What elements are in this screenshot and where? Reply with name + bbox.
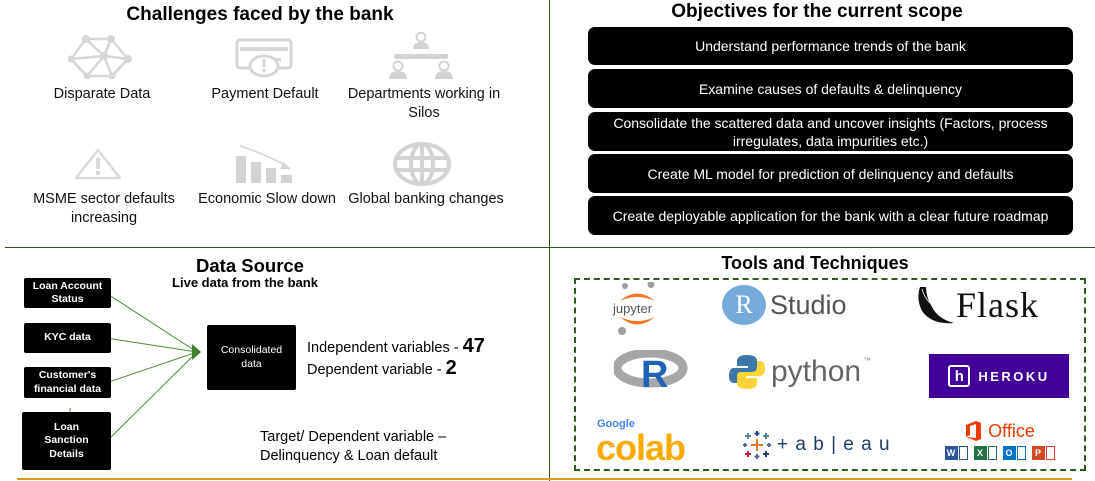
tools-title: Tools and Techniques <box>721 253 909 273</box>
flask-label: Flask <box>956 285 1040 325</box>
rstudio-label: Studio <box>770 289 847 320</box>
challenges-title: Challenges faced by the bank <box>126 4 394 25</box>
heroku-logo: h HEROKU <box>929 354 1069 398</box>
tableau-icon <box>743 431 771 459</box>
vertical-divider <box>549 0 550 481</box>
data-source-title: Data Source <box>196 255 304 276</box>
challenge-label: Disparate Data <box>53 86 151 102</box>
jupyter-label: jupyter <box>613 300 653 316</box>
challenge-label: Payment Default <box>211 86 319 102</box>
warning-icon <box>74 148 122 180</box>
word-doc-icon <box>958 446 968 460</box>
org-chart-icon <box>389 32 453 79</box>
rstudio-logo: R Studio <box>722 283 847 327</box>
r-ring-icon <box>614 350 688 388</box>
colab-google-label: Google <box>597 418 635 430</box>
network-icon <box>68 35 132 79</box>
heroku-icon: h <box>948 365 971 387</box>
consolidated-data-box: Consolidated data <box>207 325 296 390</box>
credit-card-alert-icon <box>235 38 293 78</box>
source-loan-account-status: Loan Account Status <box>24 278 111 308</box>
globe-icon <box>393 142 451 186</box>
colab-label: colab <box>596 427 686 468</box>
target-variable-line1: Target/ Dependent variable – <box>260 429 447 445</box>
powerpoint-icon: P <box>1031 446 1045 460</box>
independent-count: 47 <box>462 335 485 357</box>
tableau-label: + a b | e a u <box>777 434 891 455</box>
flask-horn-icon <box>918 287 954 324</box>
r-logo: R <box>614 350 689 395</box>
jupyter-logo: jupyter <box>612 282 662 336</box>
office-icon <box>966 421 982 441</box>
excel-sheet-icon <box>987 446 997 460</box>
horizontal-divider <box>5 247 1095 248</box>
challenge-label: Departments working in Silos <box>347 86 501 121</box>
tableau-logo: + a b | e a u <box>742 430 891 460</box>
flask-logo: Flask <box>912 283 1039 327</box>
outlook-icon: O <box>1002 446 1016 460</box>
microsoft-office-logo: Office W X O P <box>937 420 1062 468</box>
independent-variables: Independent variables - 47 <box>307 335 485 359</box>
powerpoint-slide-icon <box>1045 446 1055 460</box>
dependent-variables: Dependent variable - 2 <box>307 357 457 381</box>
jupyter-icon <box>618 282 655 335</box>
python-tm: ™ <box>863 356 872 365</box>
footer-gold-rule <box>17 478 1072 480</box>
python-icon <box>729 355 765 389</box>
r-letter: R <box>641 354 669 396</box>
objective-item: Create ML model for prediction of delinq… <box>588 154 1073 193</box>
source-kyc-data: KYC data <box>24 323 111 353</box>
word-icon: W <box>944 446 958 460</box>
data-source-subtitle: Live data from the bank <box>172 275 318 290</box>
objective-item: Create deployable application for the ba… <box>588 196 1073 235</box>
outlook-mail-icon <box>1016 446 1026 460</box>
objective-item: Understand performance trends of the ban… <box>588 27 1073 65</box>
challenge-label: MSME sector defaults increasing <box>33 191 175 226</box>
heroku-label: HEROKU <box>978 368 1050 384</box>
tools-frame <box>574 278 1086 471</box>
challenge-label: Global banking changes <box>348 191 504 207</box>
source-customer-financial-data: Customer's financial data <box>24 367 111 398</box>
office-label: Office <box>988 421 1035 441</box>
python-label: python <box>771 355 862 388</box>
rstudio-r-icon: R <box>722 285 766 325</box>
target-variable-line2: Delinquency & Loan default <box>260 448 438 464</box>
objective-item: Consolidate the scattered data and uncov… <box>588 112 1073 151</box>
python-logo: python ™ <box>728 352 871 392</box>
google-colab-logo: Google colab <box>596 418 686 468</box>
declining-bar-chart-icon <box>236 145 292 183</box>
excel-icon: X <box>973 446 987 460</box>
independent-label: Independent variables - <box>307 340 463 356</box>
dependent-label: Dependent variable - <box>307 362 446 378</box>
challenge-label: Economic Slow down <box>198 191 336 207</box>
office-app-icons: W X O P <box>944 446 1055 460</box>
objective-item: Examine causes of defaults & delinquency <box>588 69 1073 108</box>
objectives-title: Objectives for the current scope <box>671 1 963 22</box>
source-loan-sanction-details: Loan Sanction Details <box>22 412 111 470</box>
dependent-count: 2 <box>445 357 457 379</box>
